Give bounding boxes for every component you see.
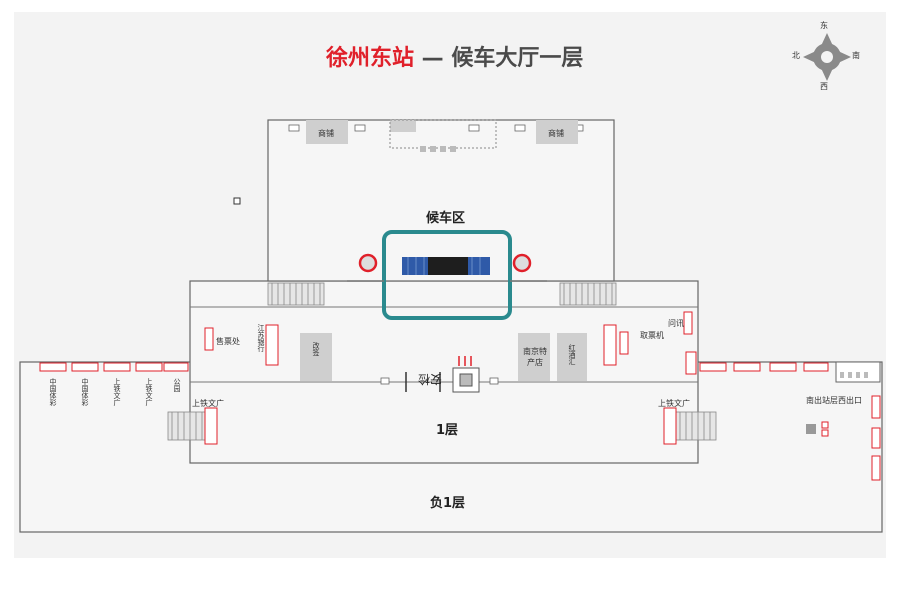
shop-block-mid-left [300, 333, 332, 381]
shop-block-left [306, 120, 348, 144]
pillar-marker-left [358, 253, 378, 273]
floor-1-outline [189, 280, 699, 464]
ticket-machine-label: 取票机 [640, 331, 664, 340]
info-label: 问讯 [668, 319, 684, 328]
ticket-check-label: 改签 [312, 342, 320, 356]
metro-right-label: 上铁文广 [658, 399, 690, 408]
shop-block-nanjing [518, 333, 550, 381]
ticket-office-label: 售票处 [216, 337, 240, 346]
nanjing-shop-label: 南京特产店 [523, 347, 547, 367]
b1-label-5: 公园 [173, 378, 181, 392]
compass-icon [803, 33, 851, 81]
b1-label-1: 中国体彩 [49, 378, 57, 406]
shop-block-red [557, 333, 587, 381]
floor-b1-label: 负1层 [430, 496, 466, 511]
escalator-lower-right [675, 411, 717, 441]
shop-left-label: 商铺 [318, 129, 334, 138]
pillar-marker-right [512, 253, 532, 273]
security-label: 安检 [418, 372, 443, 386]
compass-west-label: 北 [792, 51, 800, 60]
compass-south-label: 西 [820, 82, 828, 91]
escalator-left [267, 282, 325, 306]
escalator-lower-left [167, 411, 209, 441]
floor-1-label: 1层 [436, 423, 459, 438]
jiangsu-bank-label: 江苏银行 [257, 324, 265, 352]
waiting-area-label: 候车区 [426, 211, 466, 226]
compass-north-label: 东 [820, 21, 828, 30]
exit-east-label: 南出站层西出口 [806, 396, 862, 405]
marker-square [233, 197, 241, 205]
shop-block-right [536, 120, 578, 144]
escalator-right [559, 282, 617, 306]
waiting-hall-outline [267, 119, 615, 282]
metro-left-label: 上铁文广 [192, 399, 224, 408]
station-name: 徐州东站 [326, 46, 415, 71]
b1-label-4: 上铁文广 [145, 378, 153, 406]
security-checkpoint-icon [405, 356, 480, 393]
compass-east-label: 南 [852, 51, 860, 60]
floor-name: 候车大厅一层 [451, 46, 584, 71]
page-title: 徐州东站 — 候车大厅一层 [326, 40, 583, 72]
red-shop-label: 红酒汇 [568, 344, 576, 365]
waiting-area-highlight [382, 230, 512, 320]
shop-right-label: 商铺 [548, 129, 564, 138]
b1-label-3: 上铁文广 [113, 378, 121, 406]
b1-label-2: 中国体彩 [81, 378, 89, 406]
title-separator: — [414, 46, 452, 71]
